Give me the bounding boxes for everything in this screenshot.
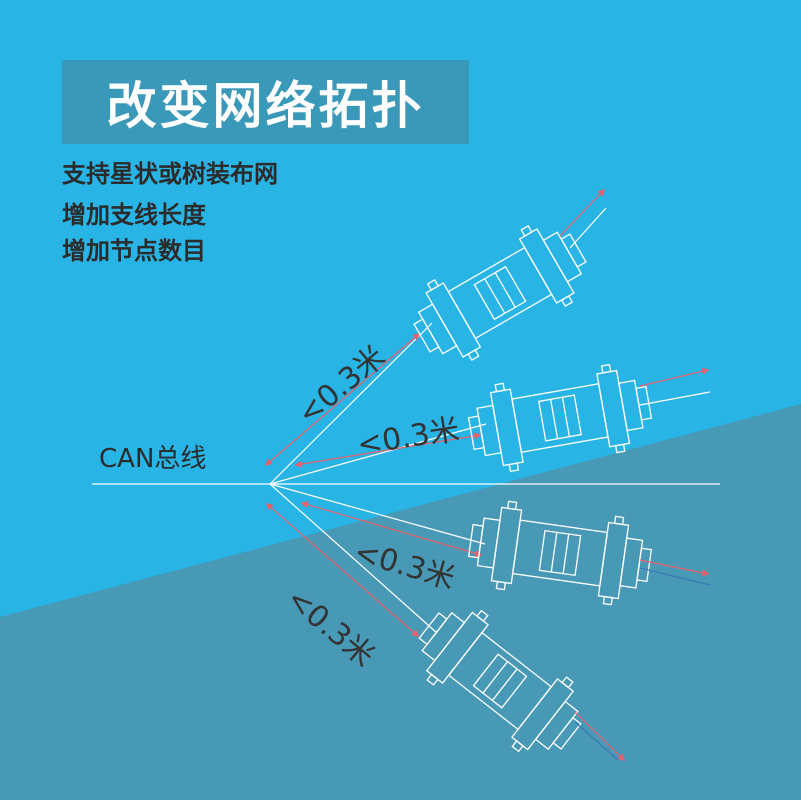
feature-line-2: 增加支线长度 (62, 201, 206, 229)
cable-4-red (574, 711, 626, 762)
distance-arrow-1 (264, 333, 421, 466)
cable-1-red (559, 188, 605, 237)
can-bus-label: CAN总线 (99, 444, 207, 474)
cable-1-white (569, 207, 607, 249)
feature-line-3: 增加节点数目 (62, 237, 206, 265)
cable-3-red (639, 559, 710, 577)
page-title: 改变网络拓扑 (106, 77, 425, 135)
distance-arrow-2 (294, 432, 482, 468)
connector-1 (399, 209, 601, 377)
cable-3-blue (639, 567, 711, 586)
title-banner: 改变网络拓扑 (62, 60, 469, 144)
cable-4-blue (574, 721, 619, 761)
cable-2-white (639, 391, 711, 406)
distance-arrow-4 (265, 503, 420, 637)
cable-2-red (639, 367, 710, 387)
feature-line-1: 支持星状或树装布网 (62, 160, 278, 188)
